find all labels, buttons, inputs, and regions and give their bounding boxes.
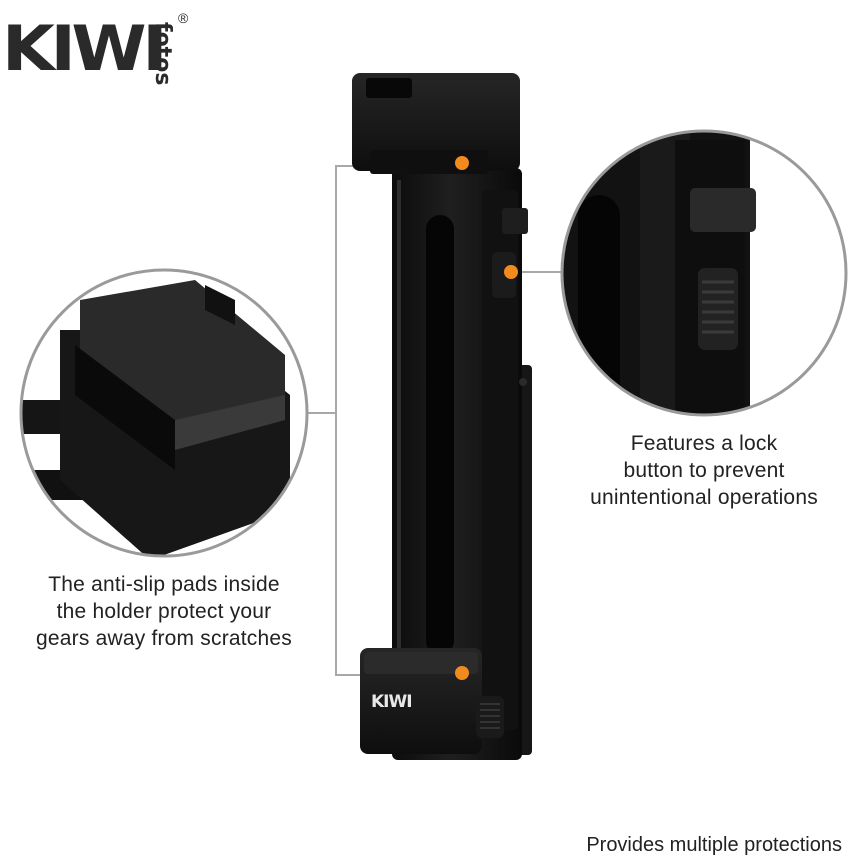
device-edge-highlight <box>397 180 401 740</box>
lock-button-closeup <box>690 188 756 232</box>
device-logo: KIWI <box>371 692 423 726</box>
logo-word: KIWI <box>2 12 168 85</box>
logo-sub-word: fotos <box>150 22 175 86</box>
top-clamp-base <box>370 150 488 174</box>
zoom-circle-anti-slip <box>19 268 309 558</box>
brand-logo: KIWI fotos ® <box>2 4 202 86</box>
side-button-top <box>502 208 528 234</box>
device-logo-word: KIWI <box>371 692 413 712</box>
caption-line: button to prevent <box>623 459 785 482</box>
side-lock-slider <box>492 252 516 298</box>
bottom-clamp-ridge <box>364 652 478 674</box>
zoom-circle-right-border <box>560 129 848 417</box>
marker-bottom-clamp <box>455 666 469 680</box>
phone-holder-device <box>352 73 532 760</box>
caption-line: the holder protect your <box>56 600 272 623</box>
bottom-clamp <box>360 648 482 754</box>
lock-slider-closeup <box>698 268 738 350</box>
bottom-wheel-ridges <box>480 703 500 729</box>
caption-anti-slip: The anti-slip pads inside the holder pro… <box>14 571 314 652</box>
top-clamp-notch <box>366 78 412 98</box>
device-slot <box>426 215 454 655</box>
caption-line: The anti-slip pads inside <box>48 573 280 596</box>
footer-caption: Provides multiple protections <box>586 834 842 856</box>
marker-top-clamp <box>455 156 469 170</box>
caption-line: unintentional operations <box>590 486 818 509</box>
side-rail-screw <box>519 378 527 386</box>
orange-markers <box>455 156 518 680</box>
zoom-circle-lock-button <box>560 129 848 417</box>
caption-line: gears away from scratches <box>36 627 292 650</box>
caption-lock-button: Features a lock button to prevent uninte… <box>566 430 842 511</box>
zoom-circle-left-border <box>19 268 309 558</box>
marker-lock-button <box>504 265 518 279</box>
registered-mark: ® <box>178 10 189 26</box>
caption-line: Features a lock <box>630 432 778 455</box>
device-side-rail <box>482 190 518 730</box>
